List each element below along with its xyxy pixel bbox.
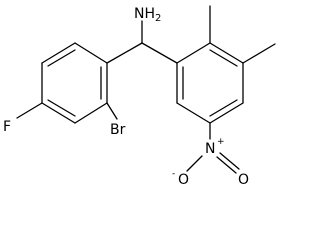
double-bond-inner [209, 99, 238, 117]
bromine-label: Br [110, 122, 126, 138]
nitro-oxygen-double-label: O [238, 172, 249, 188]
nitro-nitrogen-charge: + [217, 137, 225, 147]
bond [41, 102, 76, 124]
bond [176, 42, 211, 64]
right-benzene-ring [176, 42, 244, 124]
left-benzene-ring [41, 42, 108, 124]
amine-subscript: 2 [155, 13, 161, 24]
bond [74, 102, 108, 124]
bond-ch-to-right-ring [141, 42, 178, 64]
bond [41, 42, 76, 64]
nitro-double-bond [216, 156, 237, 174]
double-bond-inner [209, 49, 238, 67]
bond [74, 42, 108, 64]
nitro-nitrogen-label: N [205, 141, 215, 157]
bond-to-fluorine [16, 102, 43, 119]
bond-ch-to-left-ring [106, 42, 143, 64]
bond [176, 102, 211, 124]
chemical-structure-diagram: NH2 F Br N + O O - [3, 5, 276, 188]
nitro-single-bond [186, 155, 203, 172]
double-bond-inner [47, 99, 76, 117]
methyl-bond [242, 43, 276, 64]
structure-drawing: NH2 F Br N + O O - [3, 5, 276, 188]
bond-to-bromine [106, 102, 118, 120]
bond [209, 102, 244, 124]
double-bond-inner [47, 49, 76, 67]
bond [209, 42, 244, 64]
amine-symbol: NH [134, 6, 155, 22]
nitro-double-bond [219, 152, 240, 170]
nitro-oxygen-charge: - [172, 169, 175, 179]
fluorine-label: F [3, 119, 11, 135]
amine-label: NH2 [134, 6, 161, 24]
nitro-oxygen-single-label: O [178, 172, 189, 188]
